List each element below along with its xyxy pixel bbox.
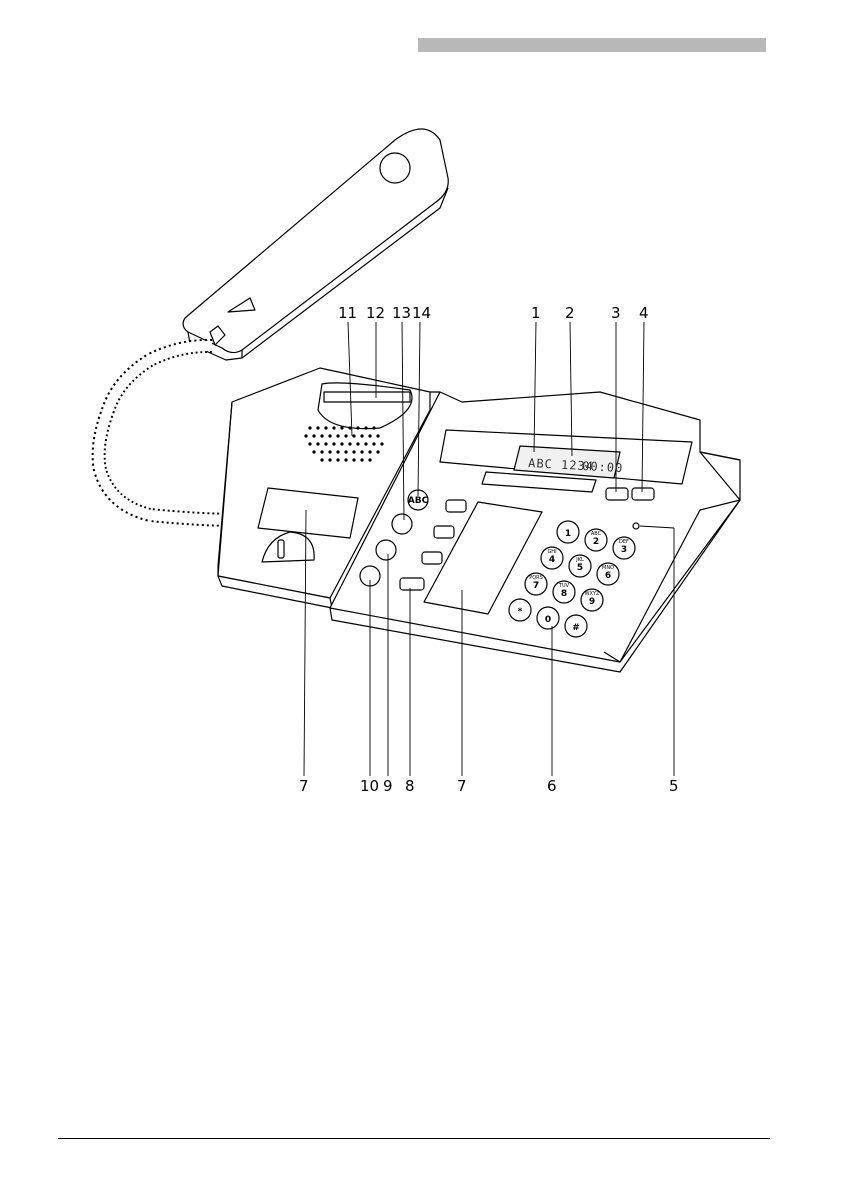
key-0-label: 0 [545, 615, 551, 625]
callout-5: 5 [669, 777, 679, 795]
memory-key-1[interactable] [446, 500, 466, 512]
key-4-sub: GHI [547, 549, 556, 555]
mute-key-icon[interactable] [376, 540, 396, 560]
base-unit [218, 368, 740, 672]
bottom-callouts: 7 10 9 8 7 6 5 [299, 777, 679, 795]
top-callouts: 11 12 13 14 1 2 3 4 [338, 304, 649, 322]
key-8-sub: TUV [558, 583, 570, 589]
key-5-sub: JKL [575, 557, 584, 563]
callout-6: 6 [547, 777, 557, 795]
callout-14: 14 [412, 304, 431, 322]
lcd-text-right: 00:00 [582, 459, 624, 475]
function-key-3[interactable] [606, 488, 628, 500]
key-3-sub: DEF [619, 539, 629, 545]
memory-key-2[interactable] [434, 526, 454, 538]
key-6-sub: MNO [602, 565, 614, 571]
key-9-label: 9 [589, 597, 595, 607]
key-hash-label: # [572, 623, 580, 633]
key-7-sub: PQRS [529, 575, 543, 581]
key-6-label: 6 [605, 571, 611, 581]
footer-rule [58, 1138, 770, 1139]
redial-key[interactable] [400, 578, 424, 590]
key-2-sub: ABC [591, 531, 602, 537]
coiled-cord [99, 346, 240, 520]
handset [183, 129, 448, 360]
abc-key-label: ABC [408, 496, 429, 506]
key-4-label: 4 [549, 555, 555, 565]
key-9-sub: WXYZ [585, 591, 600, 597]
callout-11: 11 [338, 304, 357, 322]
key-7-label: 7 [533, 581, 539, 591]
indicator-led [633, 523, 639, 529]
callout-12: 12 [366, 304, 385, 322]
function-key-4[interactable] [632, 488, 654, 500]
key-5-label: 5 [577, 563, 583, 573]
callout-4: 4 [639, 304, 649, 322]
key-1-label: 1 [565, 529, 571, 539]
callout-13: 13 [392, 304, 411, 322]
callout-2: 2 [565, 304, 575, 322]
speaker-key-icon[interactable] [392, 514, 412, 534]
callout-10: 10 [360, 777, 379, 795]
key-star-label: * [518, 607, 523, 617]
callout-8: 8 [405, 777, 415, 795]
key-8-label: 8 [561, 589, 567, 599]
memory-key-3[interactable] [422, 552, 442, 564]
callout-9: 9 [383, 777, 393, 795]
callout-7-right: 7 [457, 777, 467, 795]
callout-1: 1 [531, 304, 541, 322]
callout-3: 3 [611, 304, 621, 322]
callout-7-left: 7 [299, 777, 309, 795]
key-3-label: 3 [621, 545, 627, 555]
key-2-label: 2 [593, 537, 599, 547]
